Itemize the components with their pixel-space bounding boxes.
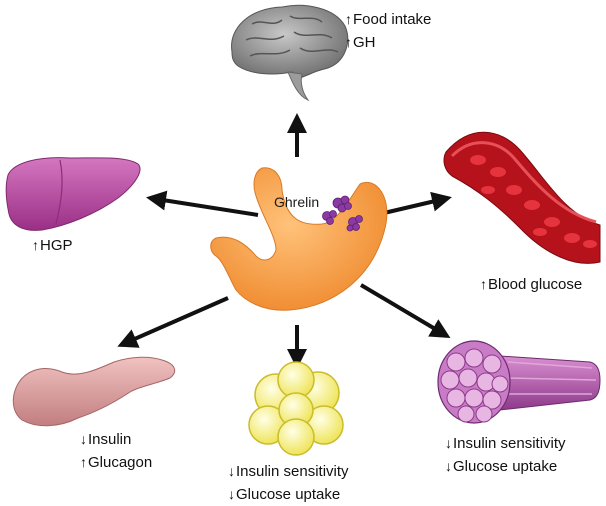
arrow-glyph: ↓ [228, 486, 235, 502]
effect-text: Food intake [353, 11, 432, 28]
liver-effects: ↑HGP [32, 234, 73, 257]
arrow-glyph: ↓ [228, 463, 235, 479]
effect-text: Glucagon [88, 454, 153, 471]
arrow-glyph: ↓ [445, 435, 452, 451]
arrow-glyph: ↑ [32, 237, 39, 253]
effect-text: Insulin [88, 431, 132, 448]
arrow-glyph: ↓ [445, 458, 452, 474]
brain-icon [231, 4, 349, 102]
pancreas-effect-1: ↓Insulin [80, 428, 152, 451]
adipose-effect-1: ↓Insulin sensitivity [228, 460, 349, 483]
blood-effect-1: ↑Blood glucose [480, 273, 582, 296]
arrow-to-blood [383, 191, 452, 215]
muscle-icon [437, 340, 601, 424]
adipose-effects: ↓Insulin sensitivity ↓Glucose uptake [228, 460, 349, 506]
muscle-effect-2: ↓Glucose uptake [445, 455, 566, 478]
blood-effects: ↑Blood glucose [480, 273, 582, 296]
brain-effect-2: ↑GH [345, 31, 431, 54]
muscle-effect-1: ↓Insulin sensitivity [445, 432, 566, 455]
effect-text: Insulin sensitivity [453, 435, 566, 452]
effect-text: GH [353, 34, 376, 51]
liver-effect-1: ↑HGP [32, 234, 73, 257]
stomach-icon [210, 167, 388, 311]
effect-text: HGP [40, 237, 73, 254]
hormone-label: Ghrelin [274, 194, 320, 210]
arrow-glyph: ↓ [80, 431, 87, 447]
brain-effect-1: ↑Food intake [345, 8, 431, 31]
effect-text: Insulin sensitivity [236, 463, 349, 480]
arrow-to-pancreas [117, 296, 229, 348]
brain-effects: ↑Food intake ↑GH [345, 8, 431, 54]
pancreas-effects: ↓Insulin ↑Glucagon [80, 428, 152, 474]
pancreas-effect-2: ↑Glucagon [80, 451, 152, 474]
ghrelin-molecules [322, 195, 363, 232]
liver-icon [5, 157, 141, 231]
arrows [117, 113, 452, 369]
blood-vessel-icon [443, 131, 601, 264]
pancreas-icon [12, 356, 176, 427]
arrow-to-liver [146, 190, 259, 217]
effect-text: Glucose uptake [236, 486, 341, 503]
effect-text: Blood glucose [488, 276, 583, 293]
adipocyte-icon [248, 361, 344, 456]
arrow-glyph: ↑ [80, 454, 87, 470]
arrow-glyph: ↑ [345, 34, 352, 50]
arrow-glyph: ↑ [480, 276, 487, 292]
arrow-glyph: ↑ [345, 11, 352, 27]
adipose-effect-2: ↓Glucose uptake [228, 483, 349, 506]
arrow-to-muscle [359, 283, 451, 339]
muscle-effects: ↓Insulin sensitivity ↓Glucose uptake [445, 432, 566, 478]
effect-text: Glucose uptake [453, 458, 558, 475]
